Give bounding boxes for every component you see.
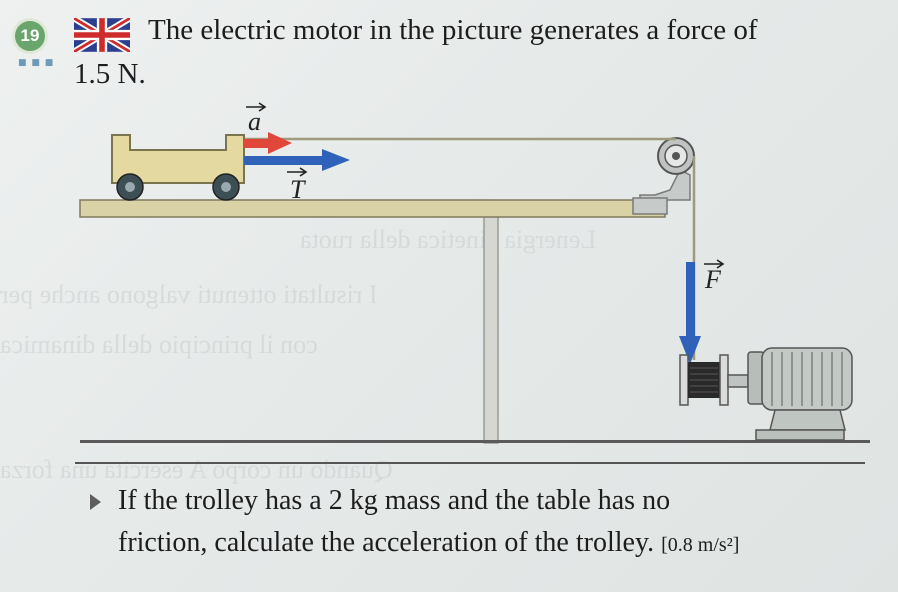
exercise-number-badge: 19: [12, 18, 48, 54]
uk-flag-icon: [74, 18, 130, 52]
trolley-body: [111, 134, 245, 184]
trolley-wheel: [116, 173, 144, 201]
acceleration-label: a: [248, 107, 261, 136]
tension-label: T: [290, 175, 306, 204]
electric-motor: [747, 347, 853, 441]
question-block: If the trolley has a 2 kg mass and the t…: [118, 480, 878, 566]
string-spool: [679, 354, 749, 406]
bracket-base: [632, 197, 668, 215]
ground-line: [80, 440, 870, 443]
table-leg: [483, 214, 499, 444]
trolley-wheel: [212, 173, 240, 201]
table-top: [79, 199, 666, 218]
exercise-number: 19: [20, 26, 40, 45]
pulley-bracket: [639, 168, 691, 201]
tension-arrow: [244, 149, 350, 171]
section-divider: [75, 462, 865, 464]
vector-mark-a: [246, 102, 267, 112]
force-label: F: [704, 265, 722, 294]
problem-line-2: 1.5 N.: [74, 58, 146, 90]
force-arrow: [679, 262, 701, 364]
question-line-1: If the trolley has a 2 kg mass and the t…: [118, 485, 671, 516]
question-bullet-icon: [90, 494, 101, 510]
vector-mark-t: [287, 167, 308, 177]
problem-statement: The electric motor in the picture genera…: [74, 8, 874, 96]
vector-mark-f: [704, 259, 725, 269]
problem-line-1: The electric motor in the picture genera…: [148, 14, 758, 46]
question-line-2: friction, calculate the acceleration of …: [118, 527, 655, 558]
difficulty-dots: ■ ■ ■: [18, 58, 55, 68]
answer-key: [0.8 m/s²]: [661, 534, 740, 556]
acceleration-arrow: [244, 132, 292, 154]
